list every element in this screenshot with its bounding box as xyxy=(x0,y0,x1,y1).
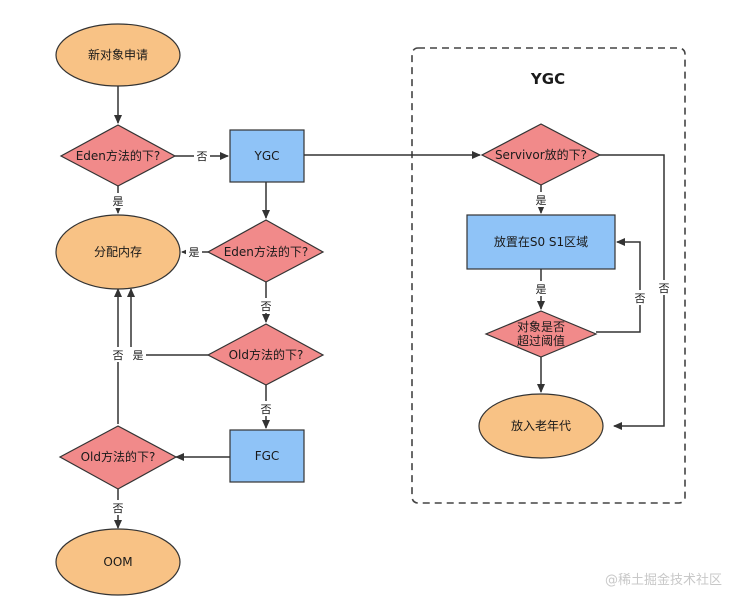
edge-label-eden1-no: 否 xyxy=(197,150,208,163)
edge-label-place-yes: 是 xyxy=(536,283,547,296)
label-eden-fit-1: Eden方法的下? xyxy=(76,148,161,163)
ellipse-old-generation xyxy=(478,393,604,459)
decision-old-fit-1 xyxy=(206,323,325,386)
label-old-gen: 放入老年代 xyxy=(511,418,571,433)
edge-label-threshold-no: 否 xyxy=(635,292,646,305)
decision-survivor-fit xyxy=(480,123,602,186)
label-oom: OOM xyxy=(103,555,132,569)
edge-label-oldfit2-no: 否 xyxy=(113,349,124,362)
label-threshold-line2: 超过阈值 xyxy=(517,333,565,348)
edge-old1-to-allocate xyxy=(127,288,208,356)
nodes xyxy=(55,23,616,596)
decision-old-fit-2 xyxy=(58,425,178,490)
label-old-fit-1: Old方法的下? xyxy=(229,347,304,362)
ygc-group-title: YGC xyxy=(530,70,565,88)
label-new-object: 新对象申请 xyxy=(88,47,148,62)
label-fgc: FGC xyxy=(255,449,280,463)
ygc-group-box xyxy=(411,47,686,504)
label-allocate: 分配内存 xyxy=(94,245,142,259)
watermark: @稀土掘金技术社区 xyxy=(604,573,722,588)
edge-label-survivor-no: 否 xyxy=(659,282,670,295)
label-survivor-fit: Servivor放的下? xyxy=(495,147,587,162)
label-threshold-line1: 对象是否 xyxy=(517,320,565,334)
edge-threshold-to-place xyxy=(596,238,641,333)
process-place-s0-s1 xyxy=(466,214,616,270)
edge-label-old1-yes: 是 xyxy=(133,349,144,362)
process-ygc xyxy=(229,129,305,183)
decision-eden-fit-2 xyxy=(206,219,325,283)
label-ygc: YGC xyxy=(253,149,279,163)
process-fgc xyxy=(229,429,305,483)
edge-label-old2-no: 否 xyxy=(113,502,124,515)
decision-eden-fit-1 xyxy=(59,124,177,187)
edge-label-eden1-yes: 是 xyxy=(113,195,124,208)
ellipse-allocate-memory xyxy=(55,214,181,290)
edge-label-backgrounds xyxy=(110,148,672,515)
edge-label-eden2-no: 否 xyxy=(261,300,272,313)
edge-label-eden2-yes: 是 xyxy=(189,246,200,259)
decision-threshold xyxy=(484,310,598,358)
label-place-s0-s1: 放置在S0 S1区域 xyxy=(494,234,588,249)
edge-label-old1-no: 否 xyxy=(261,403,272,416)
edge-label-survivor-yes: 是 xyxy=(536,194,547,207)
start-ellipse-new-object xyxy=(55,23,181,87)
label-old-fit-2: Old方法的下? xyxy=(81,449,156,464)
label-eden-fit-2: Eden方法的下? xyxy=(224,244,309,259)
end-ellipse-oom xyxy=(55,528,181,596)
